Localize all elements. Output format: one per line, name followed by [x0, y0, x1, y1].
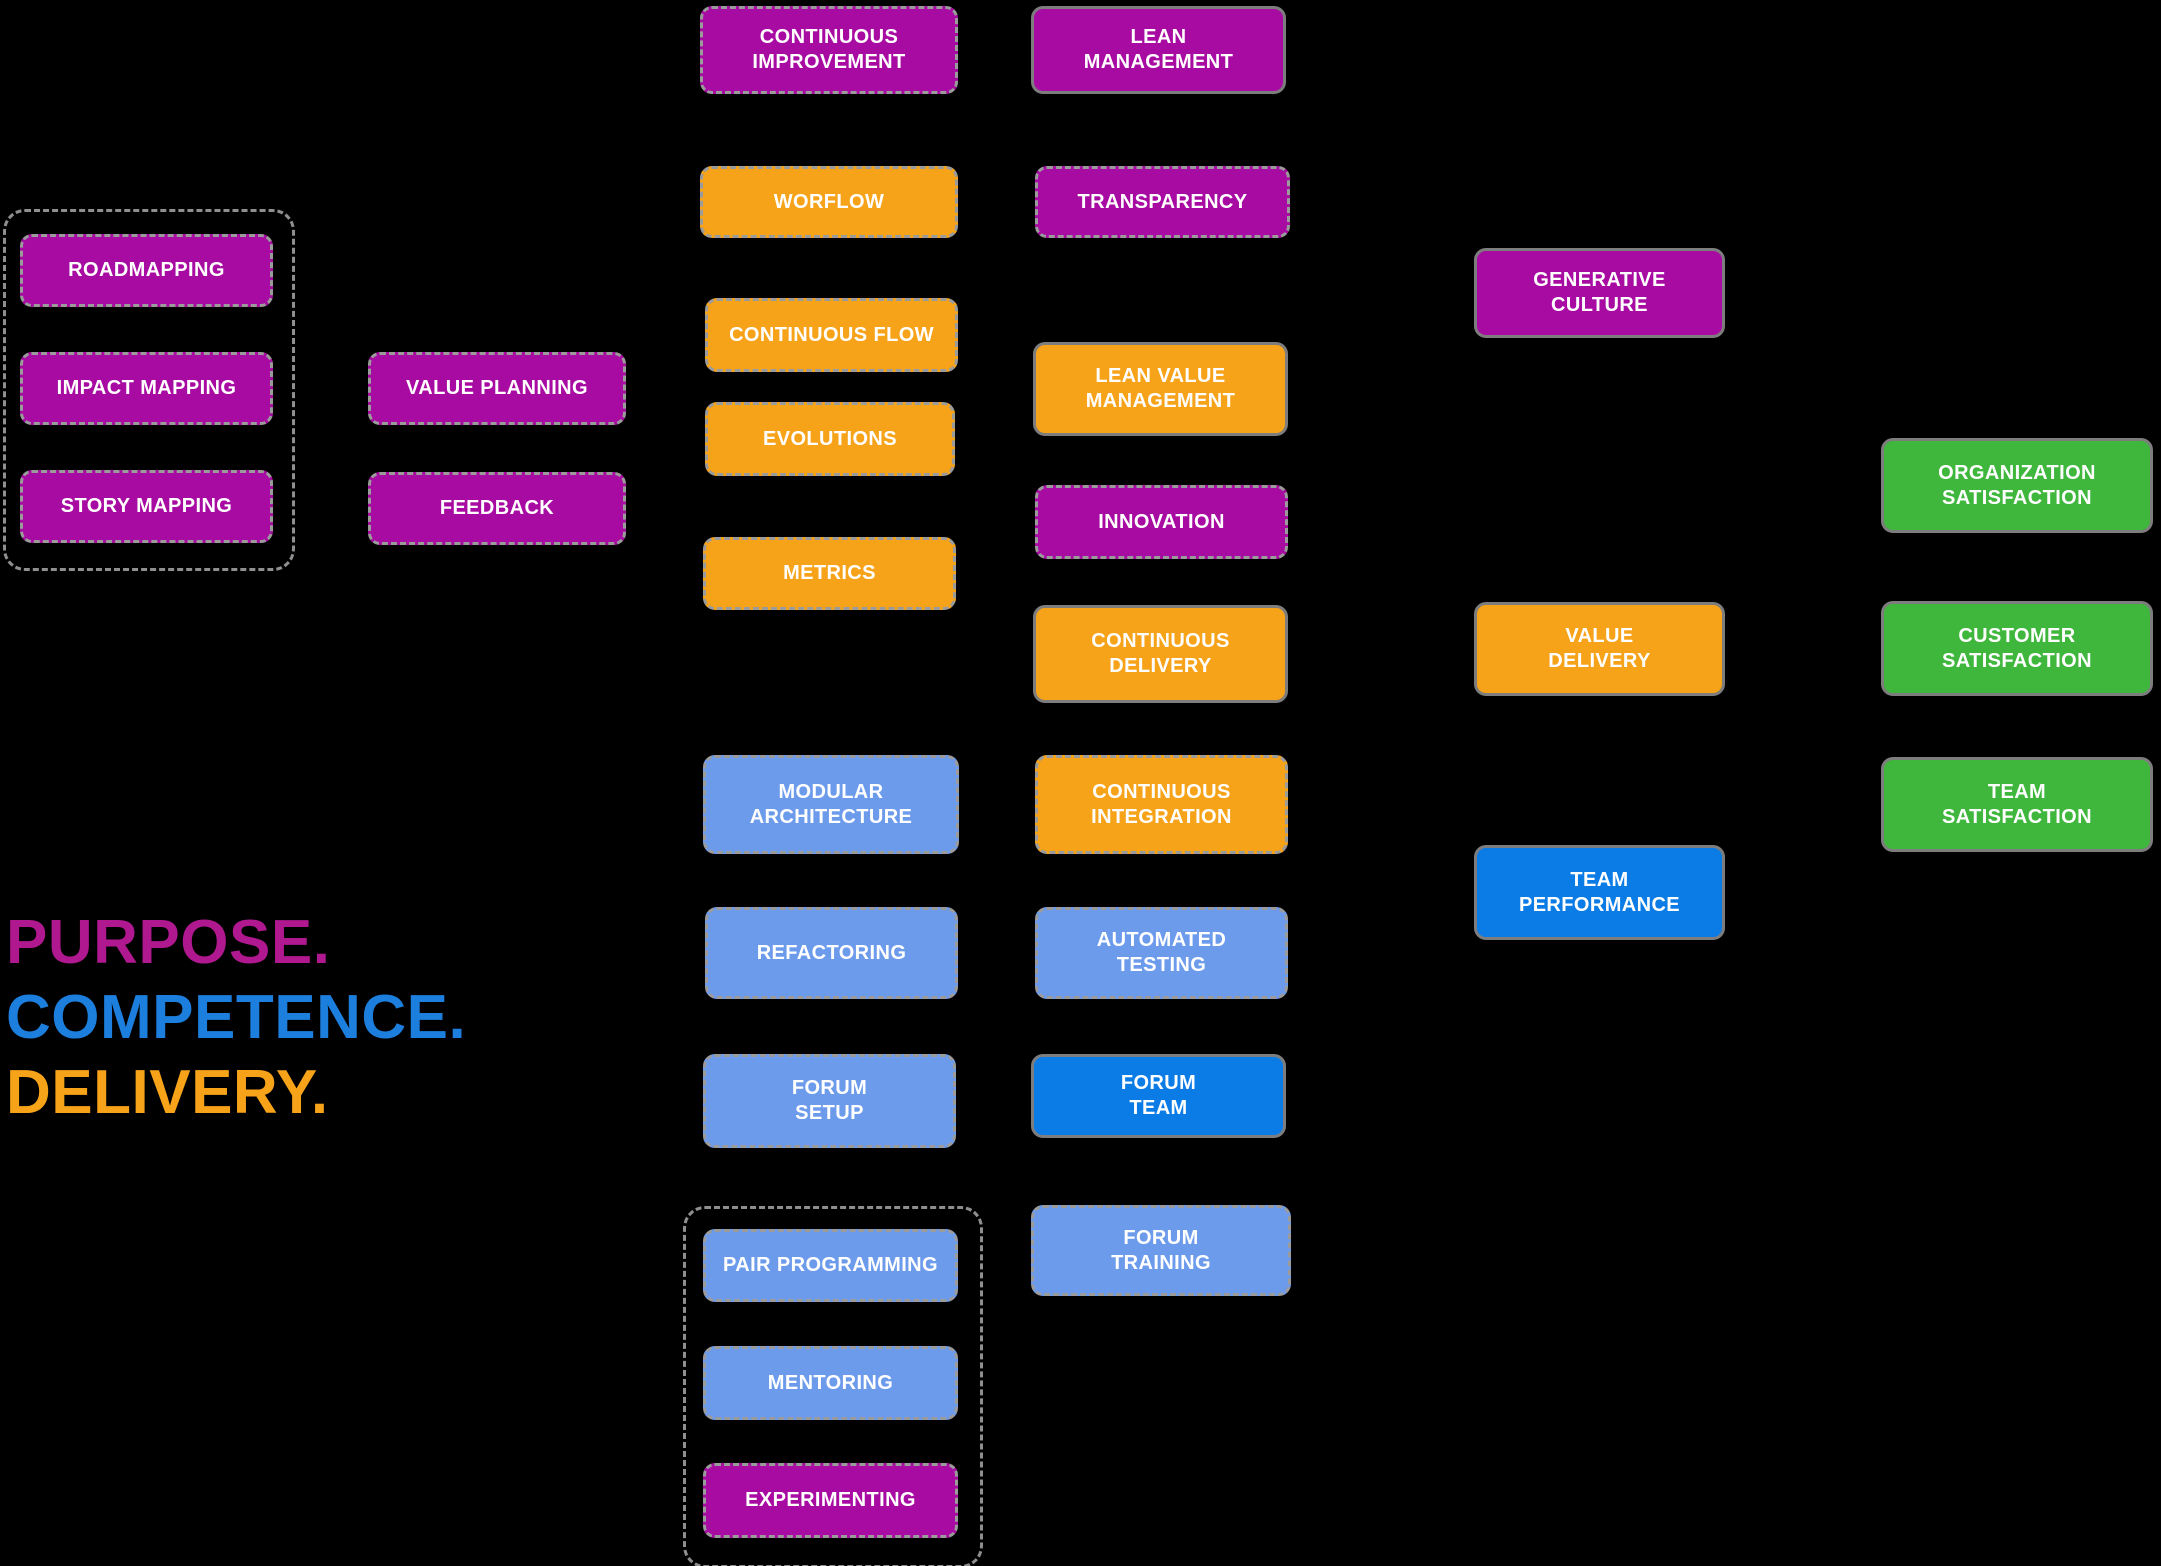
node-customer-satisfaction: CUSTOMER SATISFACTION — [1881, 601, 2153, 696]
node-continuous-flow: CONTINUOUS FLOW — [705, 298, 958, 372]
tagline-line-purpose: PURPOSE. — [6, 908, 331, 977]
node-mentoring: MENTORING — [703, 1346, 958, 1420]
node-lean-value-management: LEAN VALUE MANAGEMENT — [1033, 342, 1288, 436]
node-team-performance: TEAM PERFORMANCE — [1474, 845, 1725, 940]
tagline-line-delivery: DELIVERY. — [6, 1058, 329, 1127]
tagline: PURPOSE. COMPETENCE. DELIVERY. — [6, 905, 466, 1130]
node-experimenting: EXPERIMENTING — [703, 1463, 958, 1538]
node-metrics: METRICS — [703, 537, 956, 610]
node-generative-culture: GENERATIVE CULTURE — [1474, 248, 1725, 338]
node-lean-management: LEAN MANAGEMENT — [1031, 6, 1286, 94]
node-story-mapping: STORY MAPPING — [20, 470, 273, 543]
node-automated-testing: AUTOMATED TESTING — [1035, 907, 1288, 999]
node-continuous-integration: CONTINUOUS INTEGRATION — [1035, 755, 1288, 854]
node-feedback: FEEDBACK — [368, 472, 626, 545]
node-continuous-delivery: CONTINUOUS DELIVERY — [1033, 605, 1288, 703]
node-evolutions: EVOLUTIONS — [705, 402, 955, 476]
node-modular-architecture: MODULAR ARCHITECTURE — [703, 755, 959, 854]
node-worflow: WORFLOW — [700, 166, 958, 238]
node-continuous-improvement: CONTINUOUS IMPROVEMENT — [700, 6, 958, 94]
node-team-satisfaction: TEAM SATISFACTION — [1881, 757, 2153, 852]
node-transparency: TRANSPARENCY — [1035, 166, 1290, 238]
node-pair-programming: PAIR PROGRAMMING — [703, 1229, 958, 1302]
node-refactoring: REFACTORING — [705, 907, 958, 999]
node-innovation: INNOVATION — [1035, 485, 1288, 559]
tagline-line-competence: COMPETENCE. — [6, 983, 467, 1052]
mapping-group — [3, 209, 295, 571]
node-forum-training: FORUM TRAINING — [1031, 1205, 1291, 1296]
node-value-delivery: VALUE DELIVERY — [1474, 602, 1725, 696]
node-roadmapping: ROADMAPPING — [20, 234, 273, 307]
node-impact-mapping: IMPACT MAPPING — [20, 352, 273, 425]
node-value-planning: VALUE PLANNING — [368, 352, 626, 425]
node-forum-team: FORUM TEAM — [1031, 1054, 1286, 1138]
node-forum-setup: FORUM SETUP — [703, 1054, 956, 1148]
node-organization-satisfaction: ORGANIZATION SATISFACTION — [1881, 438, 2153, 533]
